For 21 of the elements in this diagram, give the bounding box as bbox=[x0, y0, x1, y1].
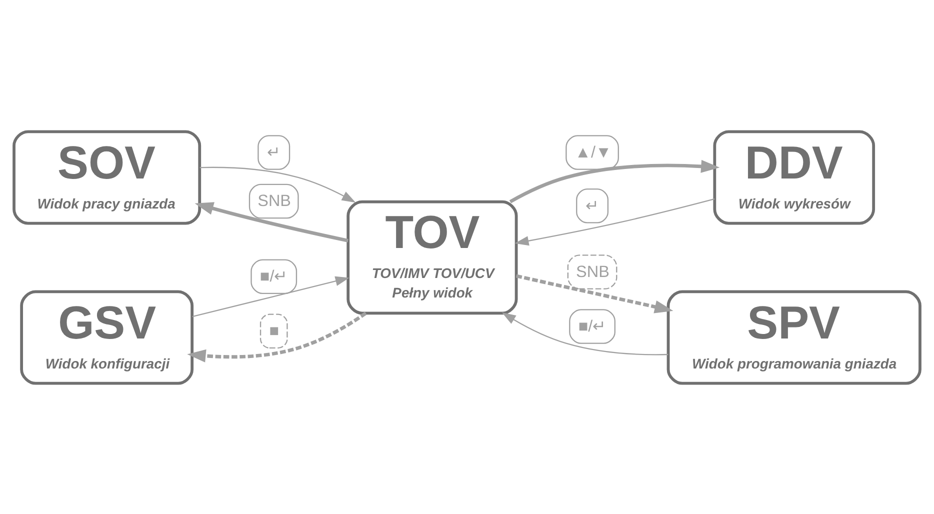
edge-label: SNB bbox=[258, 192, 292, 210]
node-box: TOV TOV/IMV TOV/UCV Pełny widok bbox=[346, 200, 518, 314]
arrow bbox=[514, 198, 715, 246]
node-box: SPV Widok programowania gniazda bbox=[666, 290, 922, 384]
arrow bbox=[516, 274, 674, 313]
edge-label: ■ bbox=[269, 322, 280, 340]
edge-label: ■/↵ bbox=[260, 267, 288, 286]
arrow bbox=[502, 312, 668, 355]
node-box: DDV Widok wykresów bbox=[713, 130, 876, 224]
edge-label: ↵ bbox=[585, 196, 598, 214]
arrow bbox=[194, 202, 348, 242]
edge-label: SNB bbox=[576, 262, 610, 280]
arrow bbox=[509, 159, 720, 203]
edge-label: ■/↵ bbox=[578, 316, 606, 335]
edge-label: ↵ bbox=[266, 142, 280, 161]
edge-label: ▲/▼ bbox=[574, 142, 612, 161]
arrow bbox=[187, 311, 367, 362]
arrow bbox=[200, 166, 356, 202]
node-box: GSV Widok konfiguracji bbox=[20, 290, 194, 384]
node-box: SOV Widok pracy gniazda bbox=[12, 130, 202, 224]
arrow bbox=[192, 276, 350, 317]
